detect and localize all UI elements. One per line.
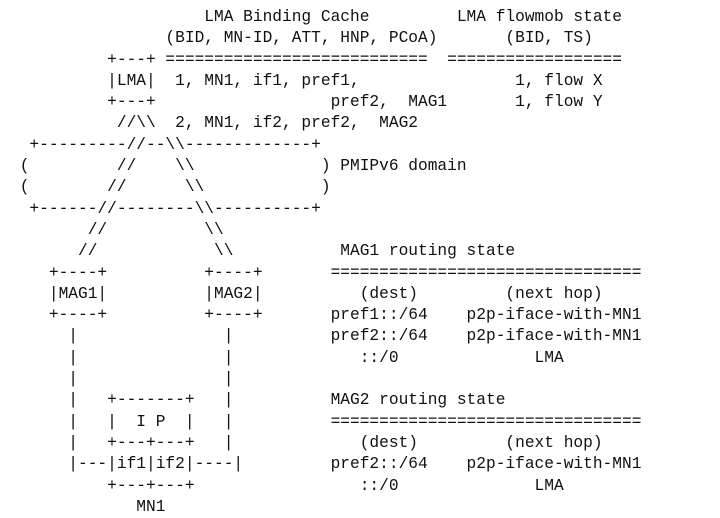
diagram-line: +------//--------\\----------+ bbox=[10, 199, 321, 218]
diagram-line: | +-------+ | MAG2 routing state bbox=[10, 391, 506, 410]
diagram-line: +---+---+ ::/0 LMA bbox=[10, 476, 564, 495]
diagram-line: | | pref2::/64 p2p-iface-with-MN1 bbox=[10, 327, 642, 346]
diagram-line: | +---+---+ | (dest) (next hop) bbox=[10, 433, 603, 452]
diagram-line: +----+ +----+ pref1::/64 p2p-iface-with-… bbox=[10, 306, 642, 325]
diagram-line: | | ::/0 LMA bbox=[10, 348, 564, 367]
diagram-line: MN1 bbox=[10, 497, 166, 516]
diagram-line: ( // \\ ) bbox=[10, 178, 331, 197]
diagram-line: +---+ pref2, MAG1 1, flow Y bbox=[10, 93, 603, 112]
diagram-line: |---|if1|if2|----| pref2::/64 p2p-iface-… bbox=[10, 455, 642, 474]
diagram-line: +---------//--\\-------------+ bbox=[10, 135, 321, 154]
diagram-line: |LMA| 1, MN1, if1, pref1, 1, flow X bbox=[10, 71, 603, 90]
diagram-line: ( // \\ ) PMIPv6 domain bbox=[10, 157, 467, 176]
diagram-line: // \\ MAG1 routing state bbox=[10, 242, 516, 261]
diagram-line: | | I P | | ============================… bbox=[10, 412, 642, 431]
pmipv6-flow-mobility-ascii-diagram: LMA Binding Cache LMA flowmob state (BID… bbox=[10, 7, 642, 518]
diagram-line: | | bbox=[10, 370, 234, 389]
diagram-line: +---+ =========================== ======… bbox=[10, 50, 622, 69]
diagram-line: LMA Binding Cache LMA flowmob state bbox=[10, 8, 622, 26]
diagram-line: //\\ 2, MN1, if2, pref2, MAG2 bbox=[10, 114, 418, 133]
diagram-line: // \\ bbox=[10, 220, 224, 239]
diagram-line: +----+ +----+ ==========================… bbox=[10, 263, 642, 282]
diagram-line: |MAG1| |MAG2| (dest) (next hop) bbox=[10, 284, 603, 303]
diagram-line: (BID, MN-ID, ATT, HNP, PCoA) (BID, TS) bbox=[10, 29, 593, 48]
